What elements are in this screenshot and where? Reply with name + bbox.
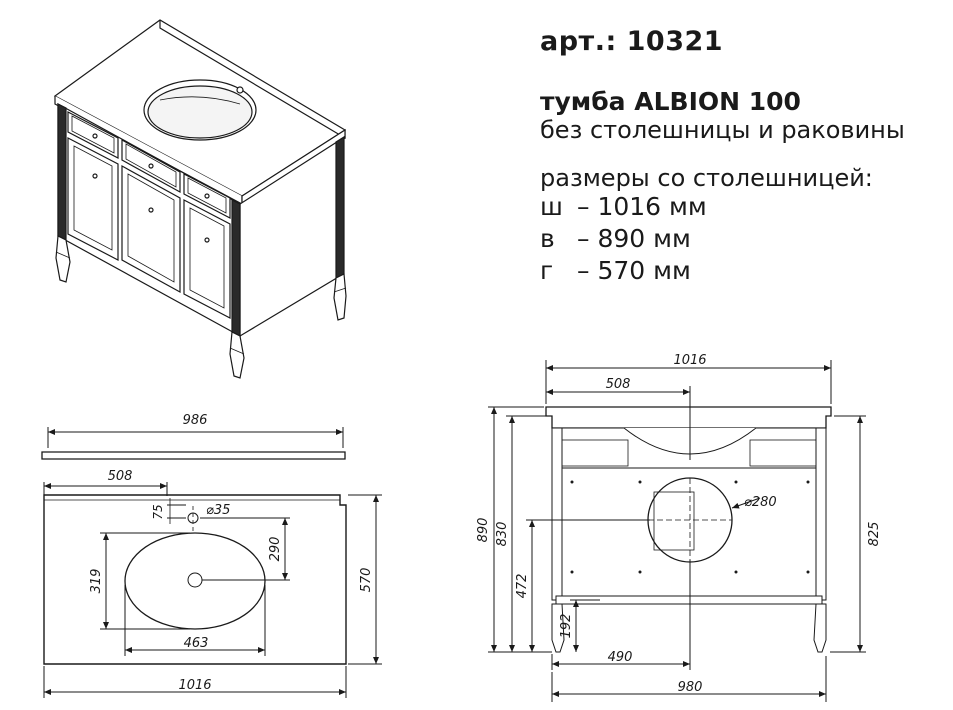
top-depth-label: 570	[359, 568, 374, 593]
front-width-top-label: 1016	[673, 353, 706, 368]
dimension-value: – 570 мм	[577, 256, 691, 285]
sizes-title: размеры со столешницей:	[540, 164, 873, 192]
front-width-bottom-label: 980	[678, 680, 703, 695]
leg-height-label: 192	[559, 614, 574, 639]
dimension-key: в	[540, 224, 555, 253]
spec-panel: арт.: 10321 тумба ALBION 100 без столешн…	[540, 26, 905, 288]
hole-offset-label: 490	[608, 650, 633, 665]
model-name: тумба ALBION 100	[540, 87, 801, 116]
hole-diameter-label: ⌀280	[744, 495, 777, 510]
bowl-width-label: 463	[184, 636, 209, 651]
drain-offset-label: 290	[268, 537, 283, 562]
front-offset-label: 508	[606, 377, 631, 392]
dimension-value: – 1016 мм	[577, 192, 707, 221]
dimension-depth: г – 570 мм	[540, 256, 905, 288]
height-hole-label: 472	[515, 574, 530, 599]
dimension-key: ш	[540, 192, 563, 221]
bowl-depth-label: 319	[89, 569, 104, 594]
model-subtitle: без столешницы и раковины	[540, 116, 905, 144]
dimension-value: – 890 мм	[577, 224, 691, 253]
top-width-label: 1016	[178, 678, 211, 693]
tap-hole-label: ⌀35	[206, 503, 230, 518]
dimension-height: в – 890 мм	[540, 224, 905, 256]
height-total-label: 890	[476, 518, 491, 543]
countertop-profile-view	[41, 427, 346, 460]
tap-offset-label: 75	[151, 504, 165, 519]
right-height-label: 825	[867, 522, 882, 547]
dimension-width: ш – 1016 мм	[540, 192, 905, 224]
profile-width-label: 986	[183, 413, 208, 428]
top-offset-label: 508	[108, 469, 133, 484]
height-body-label: 830	[495, 522, 510, 547]
article-number: арт.: 10321	[540, 26, 724, 57]
top-view	[43, 482, 382, 698]
dimension-key: г	[540, 256, 554, 285]
front-view	[488, 360, 866, 702]
isometric-cabinet-illustration	[53, 19, 347, 379]
